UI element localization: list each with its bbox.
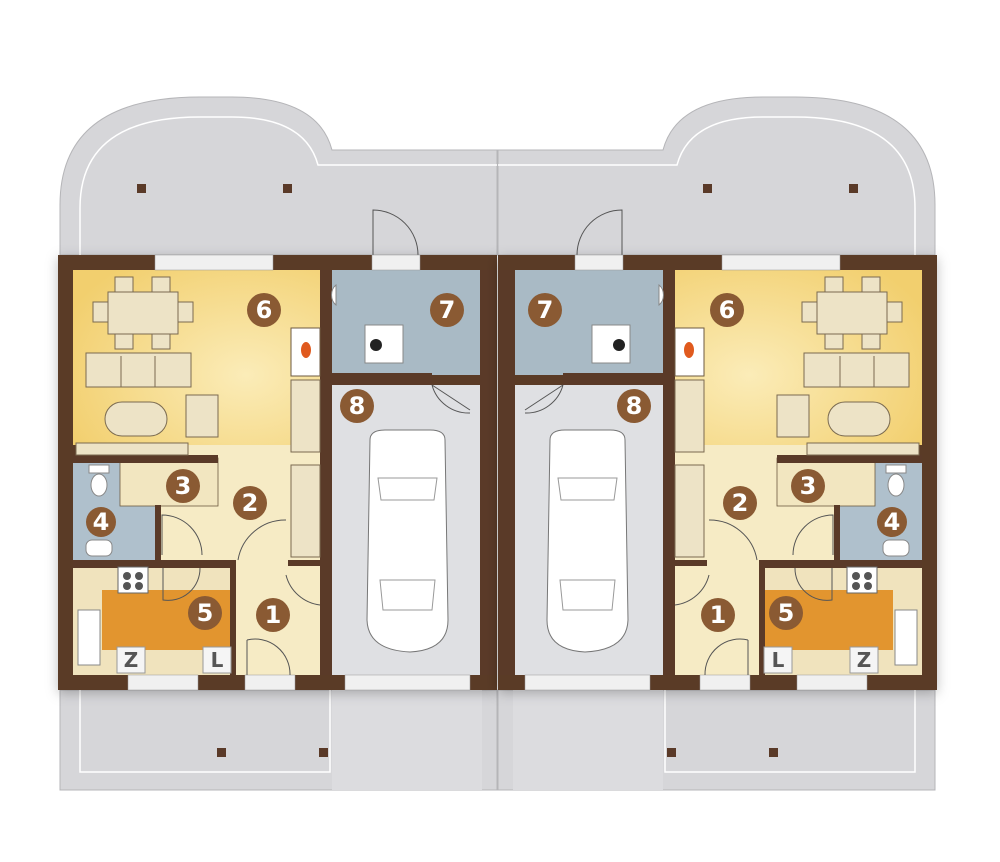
- svg-text:8: 8: [349, 392, 366, 420]
- room-5-label: 5: [769, 596, 803, 630]
- room-4-label: 4: [86, 507, 116, 537]
- room-5-label: 5: [188, 596, 222, 630]
- room-2-label: 2: [723, 486, 757, 520]
- svg-text:4: 4: [93, 508, 110, 536]
- room-7-label: 7: [430, 293, 464, 327]
- svg-text:2: 2: [732, 489, 749, 517]
- unit-right: [498, 97, 937, 790]
- room-6-label: 6: [247, 293, 281, 327]
- svg-text:6: 6: [256, 296, 273, 324]
- svg-text:1: 1: [265, 601, 282, 629]
- room-labels-left: 1 2 3 4 5 6 7 8 Z L: [86, 293, 464, 672]
- room-8-label: 8: [340, 389, 374, 423]
- room-3-label: 3: [791, 469, 825, 503]
- room-1-label: 1: [701, 598, 735, 632]
- svg-text:3: 3: [175, 472, 192, 500]
- kitchen-mark-sink: Z: [857, 648, 872, 672]
- svg-text:4: 4: [884, 508, 901, 536]
- room-4-label: 4: [877, 507, 907, 537]
- svg-text:1: 1: [710, 601, 727, 629]
- room-labels-right: 1 2 3 4 5 6 7 8 L Z: [528, 293, 907, 672]
- unit-left: [58, 97, 497, 790]
- kitchen-mark-fridge: L: [772, 648, 785, 672]
- room-3-label: 3: [166, 469, 200, 503]
- room-8-label: 8: [617, 389, 651, 423]
- svg-text:8: 8: [626, 392, 643, 420]
- room-6-label: 6: [710, 293, 744, 327]
- svg-text:5: 5: [197, 599, 214, 627]
- room-1-label: 1: [256, 598, 290, 632]
- room-2-label: 2: [233, 486, 267, 520]
- svg-text:7: 7: [439, 296, 456, 324]
- svg-text:2: 2: [242, 489, 259, 517]
- room-7-label: 7: [528, 293, 562, 327]
- kitchen-mark-fridge: L: [211, 648, 224, 672]
- svg-text:5: 5: [778, 599, 795, 627]
- svg-text:6: 6: [719, 296, 736, 324]
- svg-text:3: 3: [800, 472, 817, 500]
- svg-text:7: 7: [537, 296, 554, 324]
- kitchen-mark-sink: Z: [124, 648, 139, 672]
